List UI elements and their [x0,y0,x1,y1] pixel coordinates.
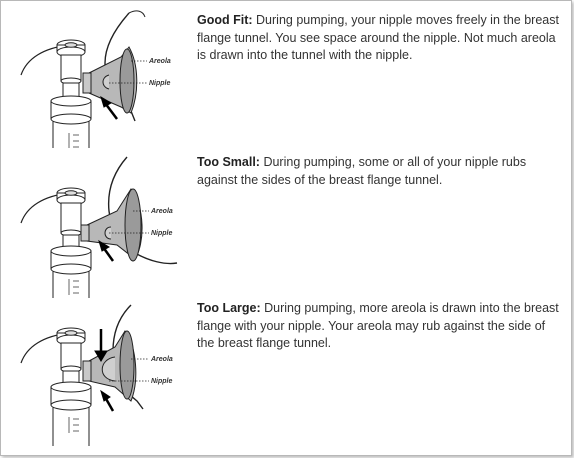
fit-description: Good Fit: During pumping, your nipple mo… [197,12,565,65]
fit-title: Good Fit: [197,13,253,27]
pump-diagram-too-small: Areola Nipple [20,156,178,303]
nipple-label: Nipple [151,230,172,237]
areola-label: Areola [148,58,171,65]
fit-title: Too Small: [197,155,260,169]
fit-text: During pumping, some or all of your nipp… [197,155,527,187]
areola-label: Areola [150,208,173,215]
fit-text: During pumping, more areola is drawn int… [197,301,559,350]
breast-pump-illustration: Areola Nipple [9,153,179,303]
breast-pump-illustration: Areola Nipple [9,3,179,163]
fit-text: During pumping, your nipple moves freely… [197,13,559,62]
nipple-label: Nipple [149,80,170,87]
pump-diagram-too-large: Areola Nipple [20,304,173,446]
fit-description: Too Small: During pumping, some or all o… [197,154,565,189]
fit-title: Too Large: [197,301,261,315]
areola-label: Areola [150,356,173,363]
pump-diagram-good-fit: Areola Nipple [20,10,171,163]
nipple-label: Nipple [151,378,172,385]
fit-description: Too Large: During pumping, more areola i… [197,300,565,353]
breast-pump-illustration: Areola Nipple [9,301,179,446]
